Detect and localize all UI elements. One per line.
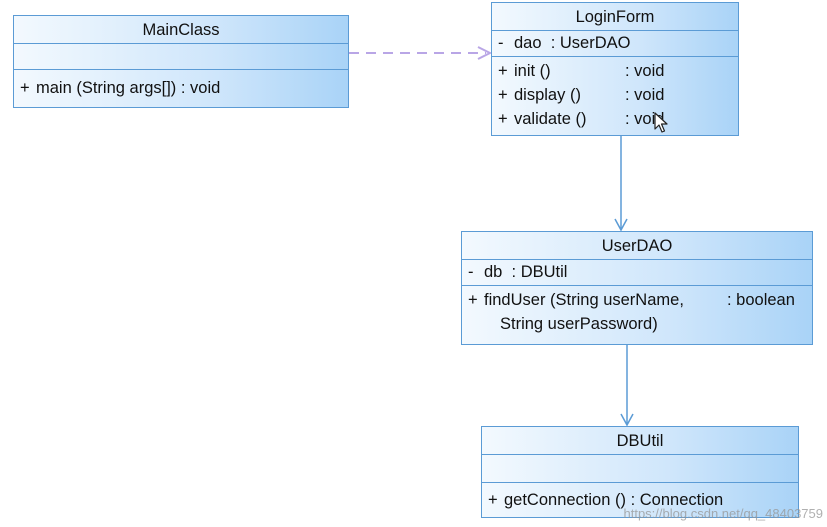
attribute-type: : UserDAO (550, 34, 631, 52)
class-loginform[interactable]: LoginForm -dao : UserDAO + init () : void… (491, 2, 739, 136)
visibility-marker: + (498, 62, 508, 80)
attributes-section: -dao : UserDAO (492, 31, 738, 57)
attributes-section (482, 455, 798, 483)
visibility-marker: + (20, 79, 30, 97)
dependency-mainclass-loginform (349, 46, 493, 60)
operation-return-type: : void (180, 79, 221, 97)
operation-return-type: : void (625, 86, 665, 104)
operation-return-type: : Connection (630, 491, 724, 509)
class-name: MainClass (14, 16, 348, 44)
attribute-dao: -dao : UserDAO (498, 31, 732, 55)
operation-return-type: : boolean (727, 291, 795, 309)
operations-section: + main (String args[]) : void (14, 70, 348, 108)
visibility-marker: + (488, 491, 498, 509)
class-name: UserDAO (462, 232, 812, 260)
class-mainclass[interactable]: MainClass + main (String args[]) : void (13, 15, 349, 108)
class-userdao[interactable]: UserDAO -db : DBUtil + findUser (String u… (461, 231, 813, 345)
association-arrowhead (620, 413, 634, 427)
operation-finduser-continuation: String userPassword) (468, 312, 806, 336)
operation-display: + display () : void (498, 83, 732, 107)
visibility-marker: + (468, 291, 478, 309)
attributes-section (14, 44, 348, 70)
operation-validate: +validate () : void (498, 107, 732, 131)
association-userdao-dbutil (620, 345, 634, 427)
attribute-name: dao (514, 34, 542, 52)
operations-section: + getConnection () : Connection (482, 483, 798, 514)
mouse-pointer-icon (654, 112, 668, 133)
operation-signature: findUser (String userName, (484, 291, 684, 309)
attribute-db: -db : DBUtil (468, 260, 806, 284)
class-name: LoginForm (492, 3, 738, 31)
class-dbutil[interactable]: DBUtil + getConnection () : Connection (481, 426, 799, 518)
association-arrowhead (614, 218, 628, 232)
visibility-marker: + (498, 110, 508, 128)
operation-init: + init () : void (498, 59, 732, 83)
attribute-name: db (484, 263, 503, 281)
operation-finduser: + findUser (String userName, : boolean (468, 288, 806, 312)
operation-signature: display () (514, 86, 581, 104)
attributes-section: -db : DBUtil (462, 260, 812, 286)
operation-main: + main (String args[]) : void (20, 76, 342, 100)
operation-signature: validate () (514, 110, 587, 128)
visibility-marker: + (498, 86, 508, 104)
visibility-marker: - (468, 263, 474, 281)
operation-getconnection: + getConnection () : Connection (488, 488, 792, 512)
association-loginform-userdao (614, 136, 628, 232)
operations-section: + init () : void + display () : void + vali… (492, 57, 738, 133)
visibility-marker: - (498, 34, 504, 52)
operation-signature: main (String args[]) (36, 79, 177, 97)
dependency-arrowhead (477, 46, 493, 60)
class-name: DBUtil (482, 427, 798, 455)
watermark: https://blog.csdn.net/qq_48403759 (623, 506, 824, 521)
operation-signature: init () (514, 62, 551, 80)
operations-section: + findUser (String userName, : boolean St… (462, 286, 812, 338)
attribute-type: : DBUtil (511, 263, 568, 281)
operation-signature-continuation: String userPassword) (500, 315, 658, 333)
operation-signature: getConnection () (504, 491, 626, 509)
operation-return-type: : void (625, 62, 665, 80)
